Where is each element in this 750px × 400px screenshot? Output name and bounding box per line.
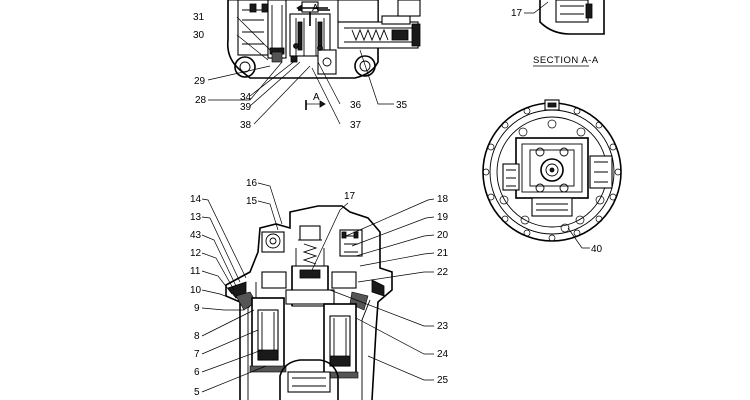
callout-bottom-12: 12 bbox=[190, 248, 202, 259]
bottom-left-leaders bbox=[201, 182, 283, 393]
section-title: SECTION A-A bbox=[533, 55, 599, 66]
callout-bottom-24: 24 bbox=[437, 349, 449, 360]
callout-bottom-23: 23 bbox=[437, 321, 449, 332]
callout-bottom-18: 18 bbox=[437, 194, 449, 205]
callout-top-29: 29 bbox=[194, 76, 206, 87]
top-right-fragment bbox=[524, 0, 605, 35]
callout-bottom-10: 10 bbox=[190, 285, 202, 296]
callout-top-34: 34 bbox=[240, 92, 252, 103]
section-marker-top: A bbox=[312, 3, 319, 14]
callout-bottom-22: 22 bbox=[437, 267, 449, 278]
callout-top-37: 37 bbox=[350, 120, 362, 131]
callout-bottom-14: 14 bbox=[190, 194, 202, 205]
callout-bottom-43: 43 bbox=[190, 230, 202, 241]
callout-top-38: 38 bbox=[240, 120, 252, 131]
callout-bottom-6: 6 bbox=[194, 367, 200, 378]
callout-bottom-21: 21 bbox=[437, 248, 449, 259]
callout-top-30: 30 bbox=[193, 30, 205, 41]
callout-bottom-20: 20 bbox=[437, 230, 449, 241]
callout-top-35: 35 bbox=[396, 100, 408, 111]
callout-bottom-5: 5 bbox=[194, 387, 200, 398]
callout-bottom-17: 17 bbox=[344, 191, 356, 202]
top-view-leaders bbox=[207, 16, 394, 125]
top-section-view bbox=[226, 0, 421, 110]
callout-bottom-11: 11 bbox=[190, 266, 201, 277]
callout-bottom-8: 8 bbox=[194, 331, 200, 342]
callout-bottom-19: 19 bbox=[437, 212, 449, 223]
end-view-circular bbox=[482, 99, 622, 249]
callout-top-31: 31 bbox=[193, 12, 205, 23]
callout-bottom-7: 7 bbox=[194, 349, 200, 360]
callout-bottom-13: 13 bbox=[190, 212, 202, 223]
callout-top-36: 36 bbox=[350, 100, 362, 111]
callout-bottom-16: 16 bbox=[246, 178, 258, 189]
callout-bottom-9: 9 bbox=[194, 303, 200, 314]
callout-right-40: 40 bbox=[591, 244, 603, 255]
callout-bottom-25: 25 bbox=[437, 375, 449, 386]
callout-right-17: 17 bbox=[511, 8, 523, 19]
section-marker-bottom: A bbox=[313, 92, 320, 103]
callout-top-39: 39 bbox=[240, 102, 252, 113]
callout-top-28: 28 bbox=[195, 95, 207, 106]
bottom-section-view bbox=[225, 205, 393, 400]
callout-bottom-15: 15 bbox=[246, 196, 258, 207]
bottom-right-leaders bbox=[311, 198, 435, 381]
